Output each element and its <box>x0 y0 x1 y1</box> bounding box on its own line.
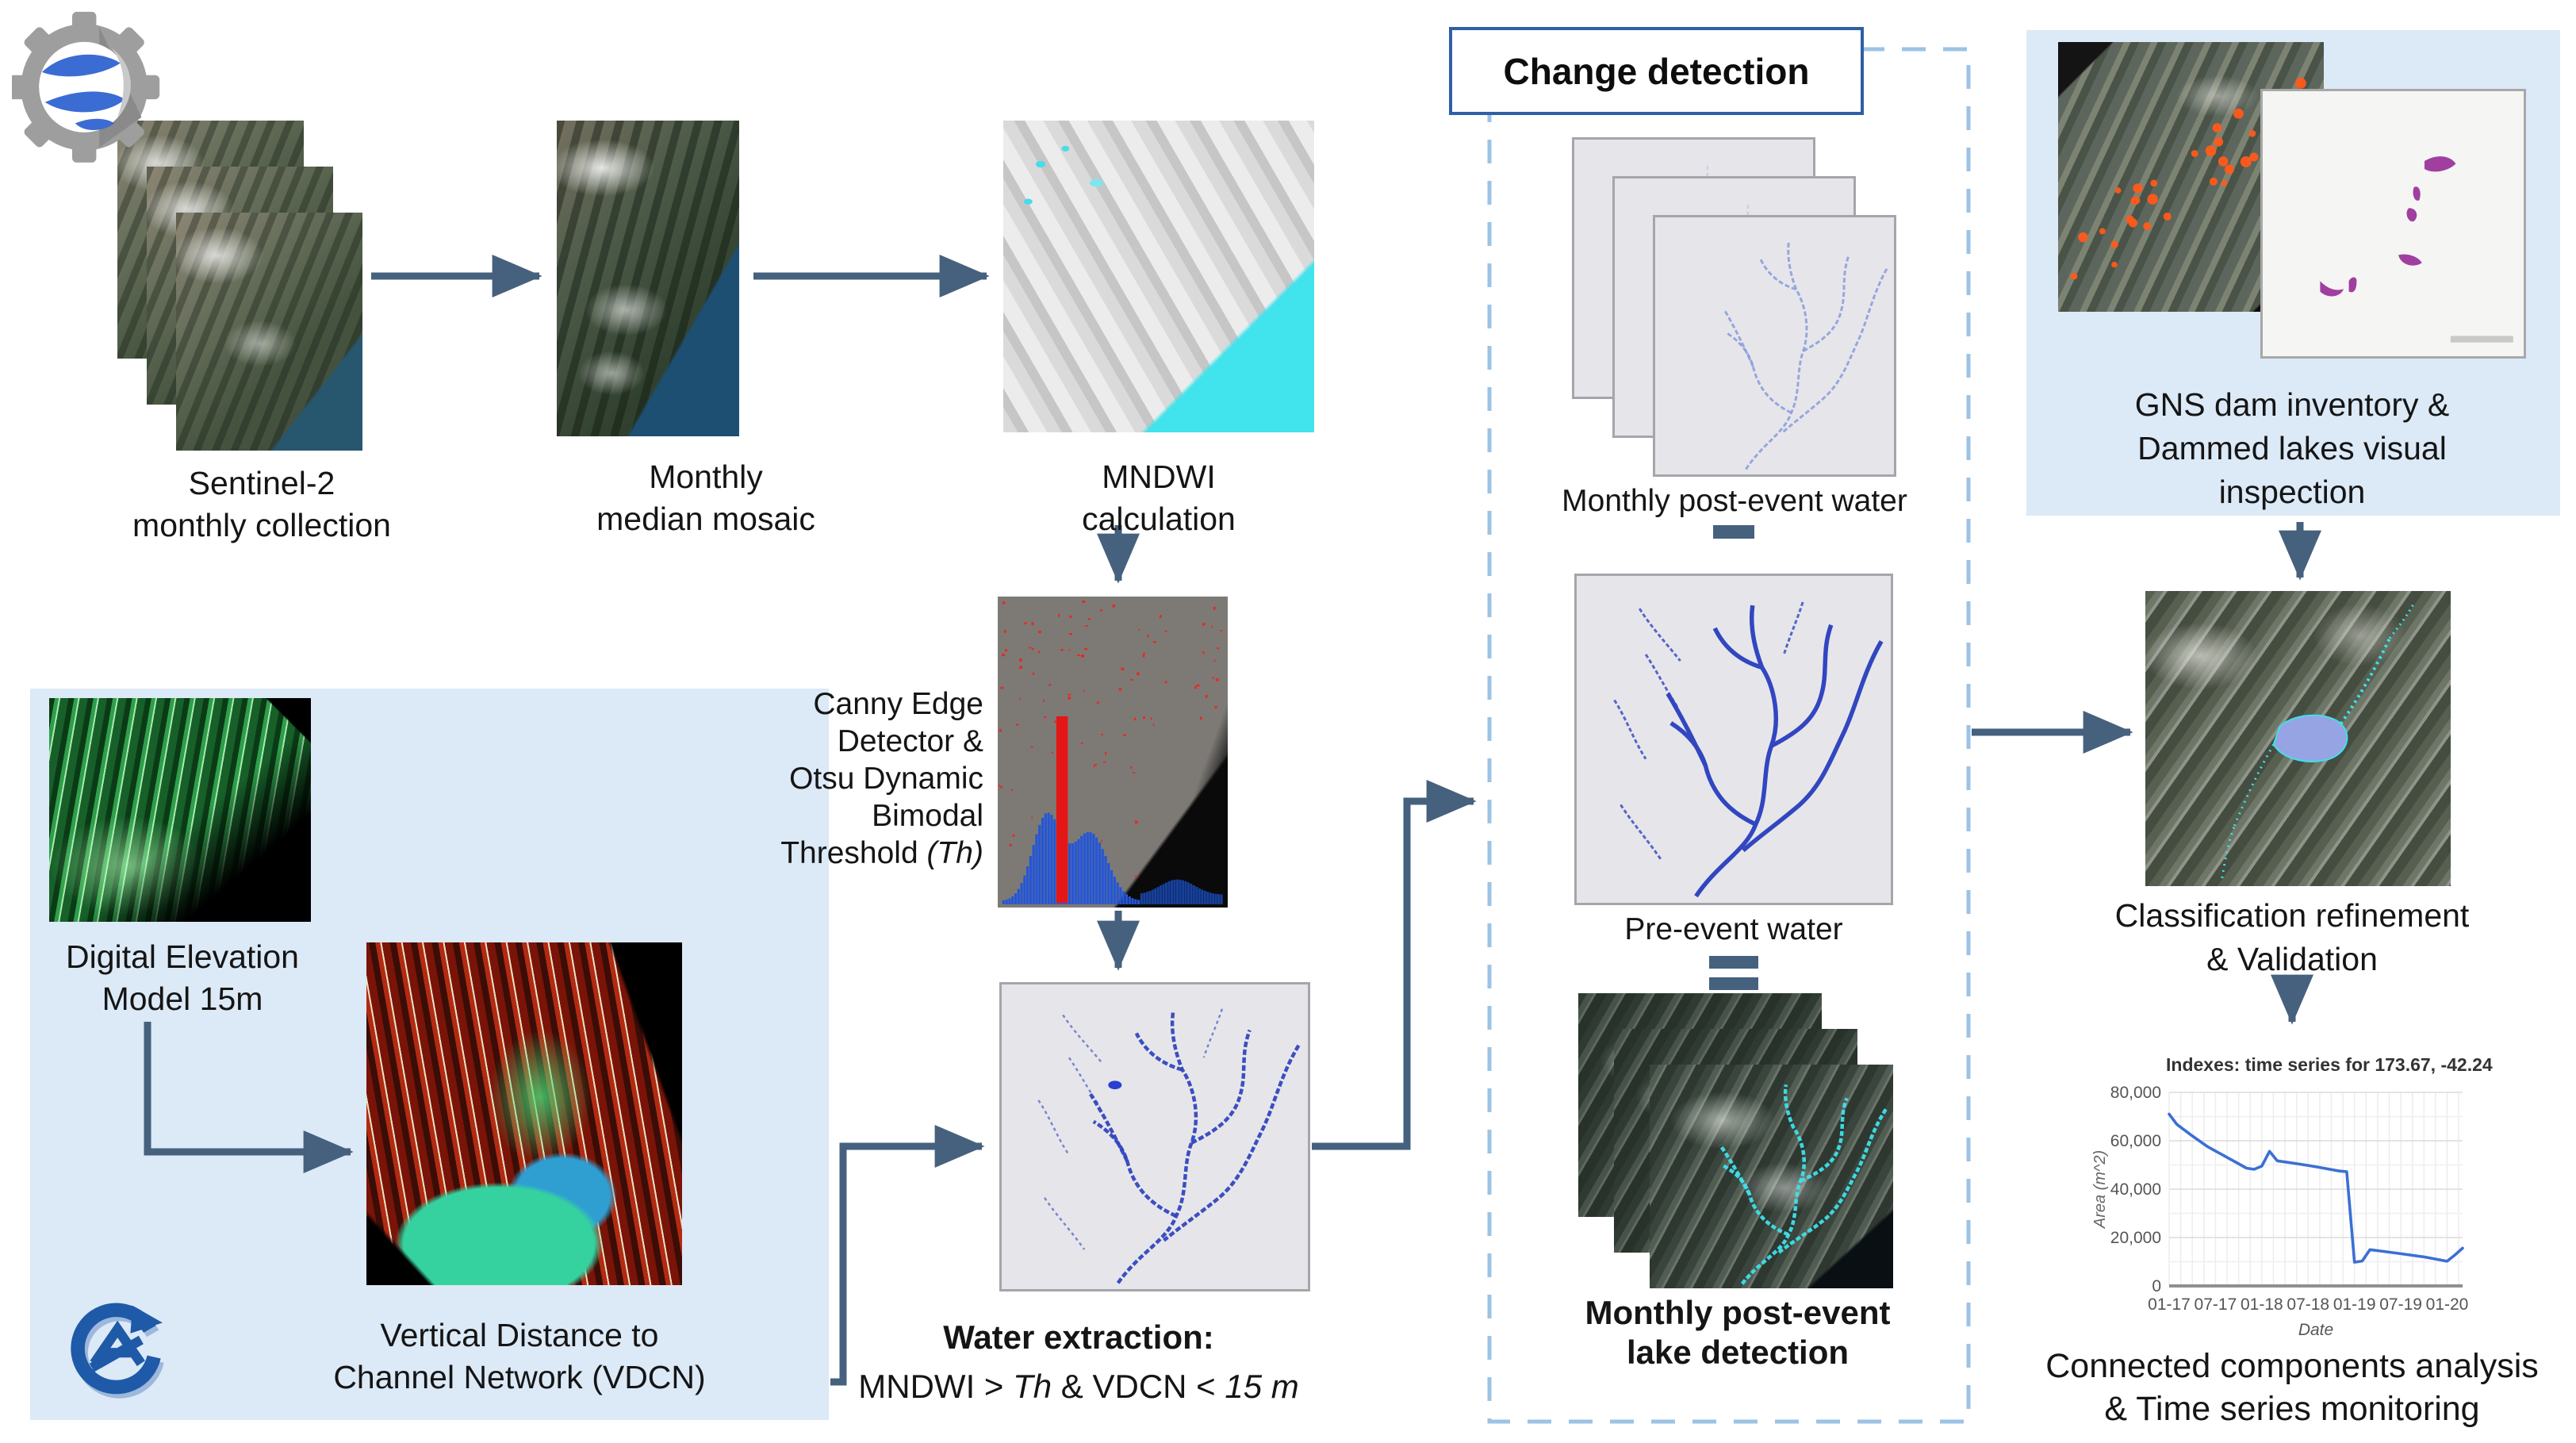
sentinel2-image-front <box>176 213 362 451</box>
median-mosaic-label: Monthly median mosaic <box>596 456 815 540</box>
equals-operator <box>1709 956 1758 969</box>
classification-image <box>2145 591 2451 886</box>
arrow-water-to-changedetection <box>1312 780 1477 1150</box>
svg-text:01-17: 01-17 <box>2148 1295 2191 1314</box>
dem-label: Digital Elevation Model 15m <box>66 936 299 1020</box>
change-detection-title: Change detection <box>1503 50 1810 92</box>
vdcn-label: Vertical Distance to Channel Network (VD… <box>333 1314 705 1399</box>
svg-text:01-19: 01-19 <box>2333 1295 2376 1314</box>
water-extraction-title: Water extraction: <box>943 1318 1214 1356</box>
water-extraction-formula: MNDWI > Th & VDCN < 15 m <box>858 1368 1299 1405</box>
post-event-water-label: Monthly post-event water <box>1562 484 1907 518</box>
pre-event-water-label: Pre-event water <box>1624 912 1843 946</box>
sentinel2-label-line2: monthly collection <box>132 507 391 543</box>
svg-text:07-19: 07-19 <box>2379 1295 2422 1314</box>
lake-detection-label-line2: lake detection <box>1626 1334 1850 1371</box>
vdcn-label-line2: Channel Network (VDCN) <box>333 1359 706 1395</box>
classification-label: Classification refinement & Validation <box>2115 894 2470 981</box>
canny-otsu-label: Canny Edge Detector & Otsu Dynamic Bimod… <box>780 685 983 872</box>
vdcn-threshold-value: 15 m <box>1225 1368 1299 1405</box>
svg-text:01-20: 01-20 <box>2426 1295 2469 1314</box>
canny-label-line2: Detector & <box>837 724 983 758</box>
canny-label-line1: Canny Edge <box>813 687 983 721</box>
gns-label-line1: GNS dam inventory & <box>2134 386 2450 423</box>
median-mosaic-label-line1: Monthly <box>649 459 763 495</box>
monitoring-label: Connected components analysis & Time ser… <box>2045 1345 2538 1430</box>
canny-otsu-image <box>998 597 1228 908</box>
post-event-water-front <box>1653 215 1896 477</box>
lake-detection-graphic <box>1650 1065 1893 1288</box>
saga-gis-logo <box>62 1297 169 1404</box>
classification-label-line1: Classification refinement <box>2114 897 2470 934</box>
dem-label-line1: Digital Elevation <box>66 938 299 975</box>
gns-label: GNS dam inventory & Dammed lakes visual … <box>2135 383 2450 514</box>
lake-detection-label: Monthly post-event lake detection <box>1585 1293 1891 1372</box>
svg-text:Indexes: time series for 173.6: Indexes: time series for 173.67, -42.24 <box>2166 1054 2493 1075</box>
canny-label-line3: Otsu Dynamic <box>789 762 983 796</box>
change-detection-title-box: Change detection <box>1449 27 1864 115</box>
mndwi-label-line1: MNDWI <box>1102 459 1216 495</box>
equals-operator <box>1709 977 1758 990</box>
gns-label-line3: inspection <box>2218 474 2366 510</box>
canny-label-line4: Bimodal <box>872 799 983 833</box>
lake-detection-front <box>1650 1065 1893 1288</box>
lake-detection-label-line1: Monthly post-event <box>1585 1294 1891 1331</box>
median-mosaic-image <box>557 121 739 436</box>
dem-label-line2: Model 15m <box>102 981 263 1017</box>
svg-text:40,000: 40,000 <box>2110 1180 2161 1199</box>
svg-text:0: 0 <box>2152 1277 2161 1295</box>
mndwi-label-line2: calculation <box>1082 501 1236 537</box>
canny-histogram-graphic <box>999 601 1223 904</box>
post-water-graphic-front <box>1655 217 1894 474</box>
monitoring-label-line2: & Time series monitoring <box>2104 1390 2480 1428</box>
threshold-symbol: (Th) <box>926 836 984 870</box>
vdcn-image <box>366 942 682 1285</box>
svg-text:01-18: 01-18 <box>2241 1295 2283 1314</box>
google-earth-engine-logo <box>12 6 163 165</box>
water-network-graphic <box>1002 984 1308 1289</box>
monitoring-label-line1: Connected components analysis <box>2045 1347 2539 1385</box>
dammed-lakes-map-image <box>2260 89 2526 359</box>
classified-lake-graphic <box>2145 591 2451 886</box>
gee-logo-graphic <box>12 11 160 163</box>
svg-text:20,000: 20,000 <box>2110 1229 2161 1247</box>
saga-logo-graphic <box>71 1303 164 1399</box>
pre-water-graphic <box>1577 576 1891 903</box>
vdcn-label-line1: Vertical Distance to <box>380 1317 659 1353</box>
water-extraction-image <box>999 982 1310 1291</box>
dammed-lakes-shapes <box>2320 156 2513 343</box>
svg-text:60,000: 60,000 <box>2110 1132 2161 1150</box>
sentinel2-label-line1: Sentinel-2 <box>188 465 335 501</box>
svg-text:Area (m^2): Area (m^2) <box>2091 1150 2109 1229</box>
svg-text:Date: Date <box>2298 1321 2333 1339</box>
svg-text:07-17: 07-17 <box>2195 1295 2237 1314</box>
canny-label-line5: Threshold (Th) <box>780 836 984 870</box>
minus-operator <box>1713 525 1754 539</box>
mndwi-label: MNDWI calculation <box>1082 456 1236 540</box>
svg-text:07-18: 07-18 <box>2287 1295 2329 1314</box>
mndwi-image <box>1003 121 1314 432</box>
svg-text:80,000: 80,000 <box>2110 1084 2161 1102</box>
pre-event-water-image <box>1574 574 1893 905</box>
sentinel2-label: Sentinel-2 monthly collection <box>132 462 391 547</box>
classification-label-line2: & Validation <box>2206 941 2378 977</box>
dem-image <box>49 698 311 922</box>
gns-label-line2: Dammed lakes visual <box>2137 430 2447 466</box>
median-mosaic-label-line2: median mosaic <box>596 501 815 537</box>
th-variable: Th <box>1013 1368 1052 1405</box>
